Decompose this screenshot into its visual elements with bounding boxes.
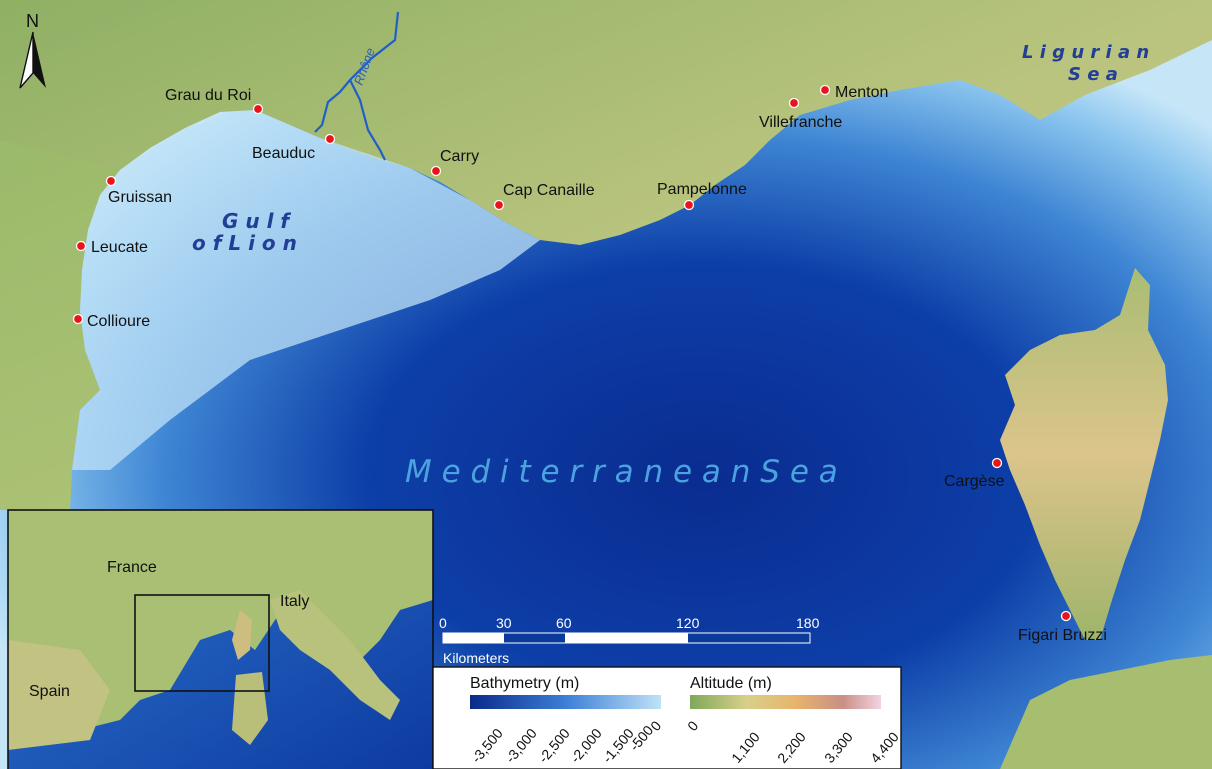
place-figari-bruzzi: Figari Bruzzi [1018, 610, 1107, 644]
scale-tick-30: 30 [496, 615, 512, 631]
inset-extent-box [134, 594, 270, 692]
place-cargese: Cargèse [944, 457, 1005, 490]
svg-text:Leucate: Leucate [91, 239, 148, 256]
svg-text:Collioure: Collioure [87, 313, 150, 330]
place-pampelonne: Pampelonne [657, 181, 747, 211]
mainland-france [0, 0, 1212, 510]
north-arrow-icon [33, 32, 46, 88]
scale-tick-0: 0 [439, 615, 447, 631]
svg-text:Gruissan: Gruissan [108, 189, 172, 206]
svg-text:Menton: Menton [835, 84, 888, 101]
inset-spain [8, 640, 110, 750]
inset-label-france: France [107, 559, 157, 576]
svg-text:Figari Bruzzi: Figari Bruzzi [1018, 627, 1107, 644]
svg-text:Grau du Roi: Grau du Roi [165, 87, 251, 104]
scale-tick-60: 60 [556, 615, 572, 631]
inset-land [8, 510, 433, 740]
gulf-of-lion-label-1: G u l f [222, 209, 291, 233]
svg-text:Pampelonne: Pampelonne [657, 181, 747, 198]
bathymetry-title: Bathymetry (m) [470, 675, 579, 692]
place-villefranche: Villefranche [759, 97, 842, 131]
north-label: N [26, 11, 39, 31]
altitude-title: Altitude (m) [690, 675, 772, 692]
scale-tick-120: 120 [676, 615, 700, 631]
inset-corsica [232, 610, 252, 660]
gulf-of-lion-label-2: o f L i o n [192, 231, 297, 255]
svg-text:Carry: Carry [440, 148, 479, 165]
legend: Bathymetry (m) Altitude (m) -3,500 -3,00… [432, 666, 902, 769]
inset-map: France Italy Spain [7, 509, 434, 769]
place-grau-du-roi: Grau du Roi [165, 87, 264, 115]
place-menton: Menton [819, 84, 888, 101]
svg-text:Villefranche: Villefranche [759, 114, 842, 131]
svg-text:Cap Canaille: Cap Canaille [503, 182, 595, 199]
place-gruissan: Gruissan [105, 175, 172, 206]
inset-label-spain: Spain [29, 683, 70, 700]
rhone-river [314, 11, 400, 161]
bathymetry-ramp [470, 695, 661, 709]
svg-text:Cargèse: Cargèse [944, 473, 1005, 490]
place-beauduc: Beauduc [252, 133, 336, 162]
svg-text:Beauduc: Beauduc [252, 145, 315, 162]
inset-label-italy: Italy [280, 593, 309, 610]
north-arrow: N [19, 11, 46, 89]
mediterranean-sea-label: M e d i t e r r a n e a n S e a [405, 454, 838, 490]
scale-tick-180: 180 [796, 615, 820, 631]
ligurian-sea-label-2: S e a [1068, 64, 1118, 85]
scale-bar: 0 30 60 120 180 Kilometers [439, 615, 820, 666]
place-leucate: Leucate [75, 239, 148, 256]
ligurian-sea-label-1: L i g u r i a n [1022, 42, 1149, 63]
shelf-gulf-of-lion [72, 110, 540, 470]
corsica [1000, 268, 1168, 640]
place-carry: Carry [430, 148, 479, 177]
sardinia-tip [1000, 655, 1212, 769]
inset-italy-boot [270, 590, 400, 720]
altitude-ramp [690, 695, 881, 709]
scale-unit: Kilometers [443, 650, 509, 666]
place-collioure: Collioure [72, 313, 150, 330]
place-cap-canaille: Cap Canaille [493, 182, 595, 211]
coastal-lowland [0, 140, 120, 510]
